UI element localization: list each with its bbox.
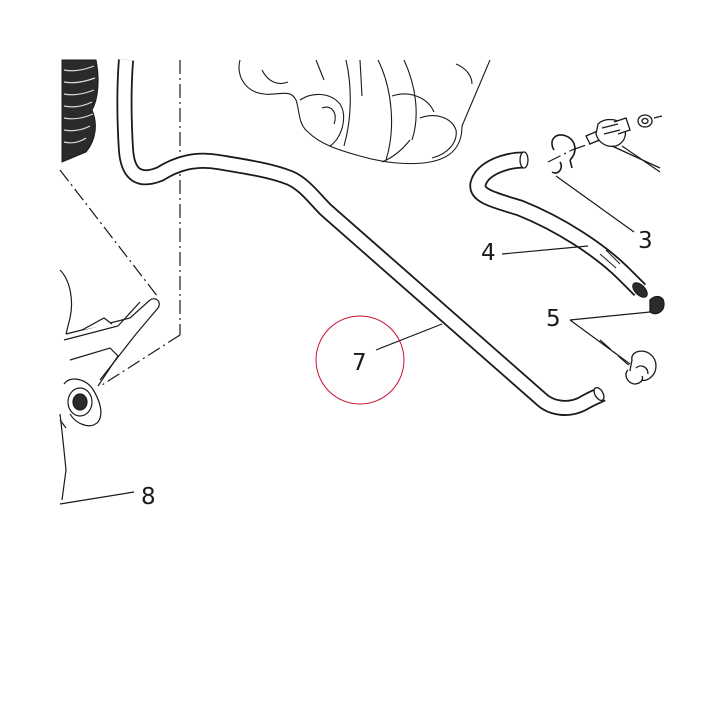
clamp-lower (625, 350, 657, 385)
center-line-diagonal (59, 169, 159, 298)
hose-7 (116, 59, 606, 416)
hose-4-top-end (519, 151, 529, 169)
engine-casting (238, 59, 491, 165)
hose-4 (469, 151, 648, 298)
highlight-circle (315, 315, 405, 405)
leader-5-lower (569, 319, 631, 365)
center-line-right-lower (599, 339, 641, 376)
ribbed-boot (61, 59, 99, 163)
leader-lines (59, 145, 661, 505)
leader-3 (555, 175, 635, 233)
clamp-upper (649, 295, 665, 315)
center-line-elbow (101, 334, 181, 386)
callout-3: 3 (638, 228, 653, 254)
washer (637, 114, 663, 128)
callout-4: 4 (481, 240, 496, 266)
center-lines (59, 60, 641, 386)
bracket-assembly (59, 269, 160, 501)
callout-8: 8 (141, 484, 156, 510)
hose-4-bottom-end (632, 282, 648, 298)
leader-4 (501, 245, 589, 255)
hose-7-end (593, 386, 605, 402)
leader-8 (59, 491, 135, 505)
nipple-fitting (585, 117, 661, 169)
leader-edge-right (621, 145, 661, 173)
leader-5-upper (569, 311, 651, 321)
center-line-right-upper (547, 149, 573, 163)
callout-5: 5 (546, 306, 561, 332)
hose-clip (551, 134, 576, 174)
callout-7: 7 (352, 350, 367, 376)
leader-7 (375, 323, 443, 351)
